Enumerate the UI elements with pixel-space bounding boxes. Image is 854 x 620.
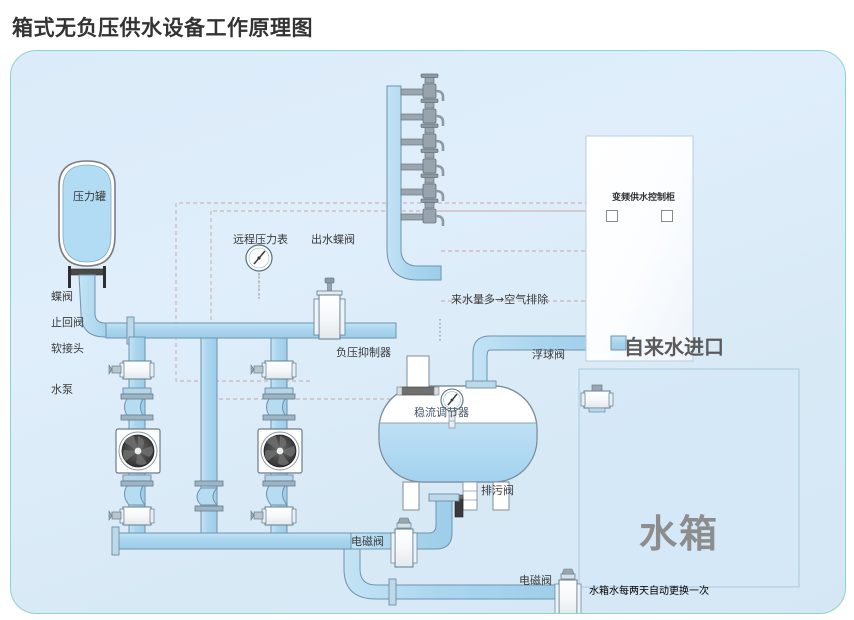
label-tap-water-inlet: 自来水进口 <box>624 335 724 359</box>
flow-stabilizer-tank <box>378 385 538 511</box>
label-negative-pressure-suppressor: 负压抑制器 <box>336 346 391 359</box>
outlet-riser-pipe <box>386 85 442 281</box>
label-solenoid-valve-1: 电磁阀 <box>351 535 384 548</box>
label-control-cabinet: 变频供水控制柜 <box>612 193 676 203</box>
solenoid-valve-1-icon <box>390 517 418 568</box>
label-tank-note: 水箱水每两天自动更换一次 <box>589 586 709 597</box>
pressure-tank <box>58 160 130 338</box>
negative-pressure-suppressor-icon <box>396 355 440 396</box>
check-valve-icon <box>108 360 155 380</box>
flexible-joint-icon <box>262 480 296 506</box>
label-outlet-butterfly-valve: 出水蝶阀 <box>311 233 355 246</box>
gauge-signal-dots <box>258 273 441 343</box>
pump-line-1 <box>108 336 161 534</box>
cabinet-indicator-1[interactable] <box>606 210 618 222</box>
butterfly-valve-icon <box>250 506 297 526</box>
faucet-icon <box>400 73 445 101</box>
diagram-panel: 压力罐 蝶阀 止回阀 软接头 水泵 远程压力表 出水蝶阀 负压抑制器 稳流调节器… <box>10 50 846 614</box>
pump-line-2 <box>250 337 303 534</box>
flexible-joint-icon <box>262 393 296 421</box>
tank-pressure-gauge-icon <box>440 388 464 429</box>
control-cabinet <box>585 135 694 362</box>
faucet-icon <box>400 198 445 226</box>
page-title: 箱式无负压供水设备工作原理图 <box>12 16 313 40</box>
solenoid-valve-2-icon <box>554 568 582 613</box>
label-flow-stabilizer: 稳流调节器 <box>414 406 469 419</box>
water-pump-icon <box>257 428 303 474</box>
faucet-group <box>400 73 445 226</box>
butterfly-valve-icon <box>108 506 155 526</box>
outlet-header-pipe <box>105 322 397 339</box>
label-pressure-tank: 压力罐 <box>73 190 106 203</box>
outlet-butterfly-valve-icon <box>313 277 346 340</box>
cabinet-indicator-2[interactable] <box>661 210 673 222</box>
label-butterfly-valve: 蝶阀 <box>51 290 73 303</box>
faucet-icon <box>400 173 445 201</box>
flexible-joint-icon <box>120 393 154 421</box>
label-water-pump: 水泵 <box>51 383 73 396</box>
water-pump-icon <box>115 428 161 474</box>
tap-water-inlet-stub <box>610 335 627 351</box>
water-tank-box <box>578 368 800 588</box>
label-air-exhaust-note: 来水量多→空气排除 <box>451 293 549 306</box>
label-float-valve: 浮球阀 <box>532 348 565 361</box>
label-flex-joint: 软接头 <box>51 342 84 355</box>
check-valve-icon <box>250 360 297 380</box>
flexible-joint-icon <box>120 480 154 506</box>
float-valve-icon <box>580 384 614 413</box>
faucet-icon <box>400 98 445 126</box>
label-solenoid-valve-2: 电磁阀 <box>519 574 552 587</box>
faucet-icon <box>400 123 445 151</box>
label-remote-pressure-gauge: 远程压力表 <box>233 233 288 246</box>
label-blowdown-valve: 排污阀 <box>481 484 514 497</box>
suction-header-pipe <box>111 526 397 556</box>
bypass-vertical-pipe <box>194 337 224 534</box>
faucet-icon <box>400 148 445 176</box>
remote-pressure-gauge-icon <box>245 244 273 272</box>
control-signal-lines <box>175 202 586 400</box>
label-water-tank: 水箱 <box>639 512 720 556</box>
label-check-valve: 止回阀 <box>51 316 84 329</box>
schematic-svg <box>58 73 800 613</box>
